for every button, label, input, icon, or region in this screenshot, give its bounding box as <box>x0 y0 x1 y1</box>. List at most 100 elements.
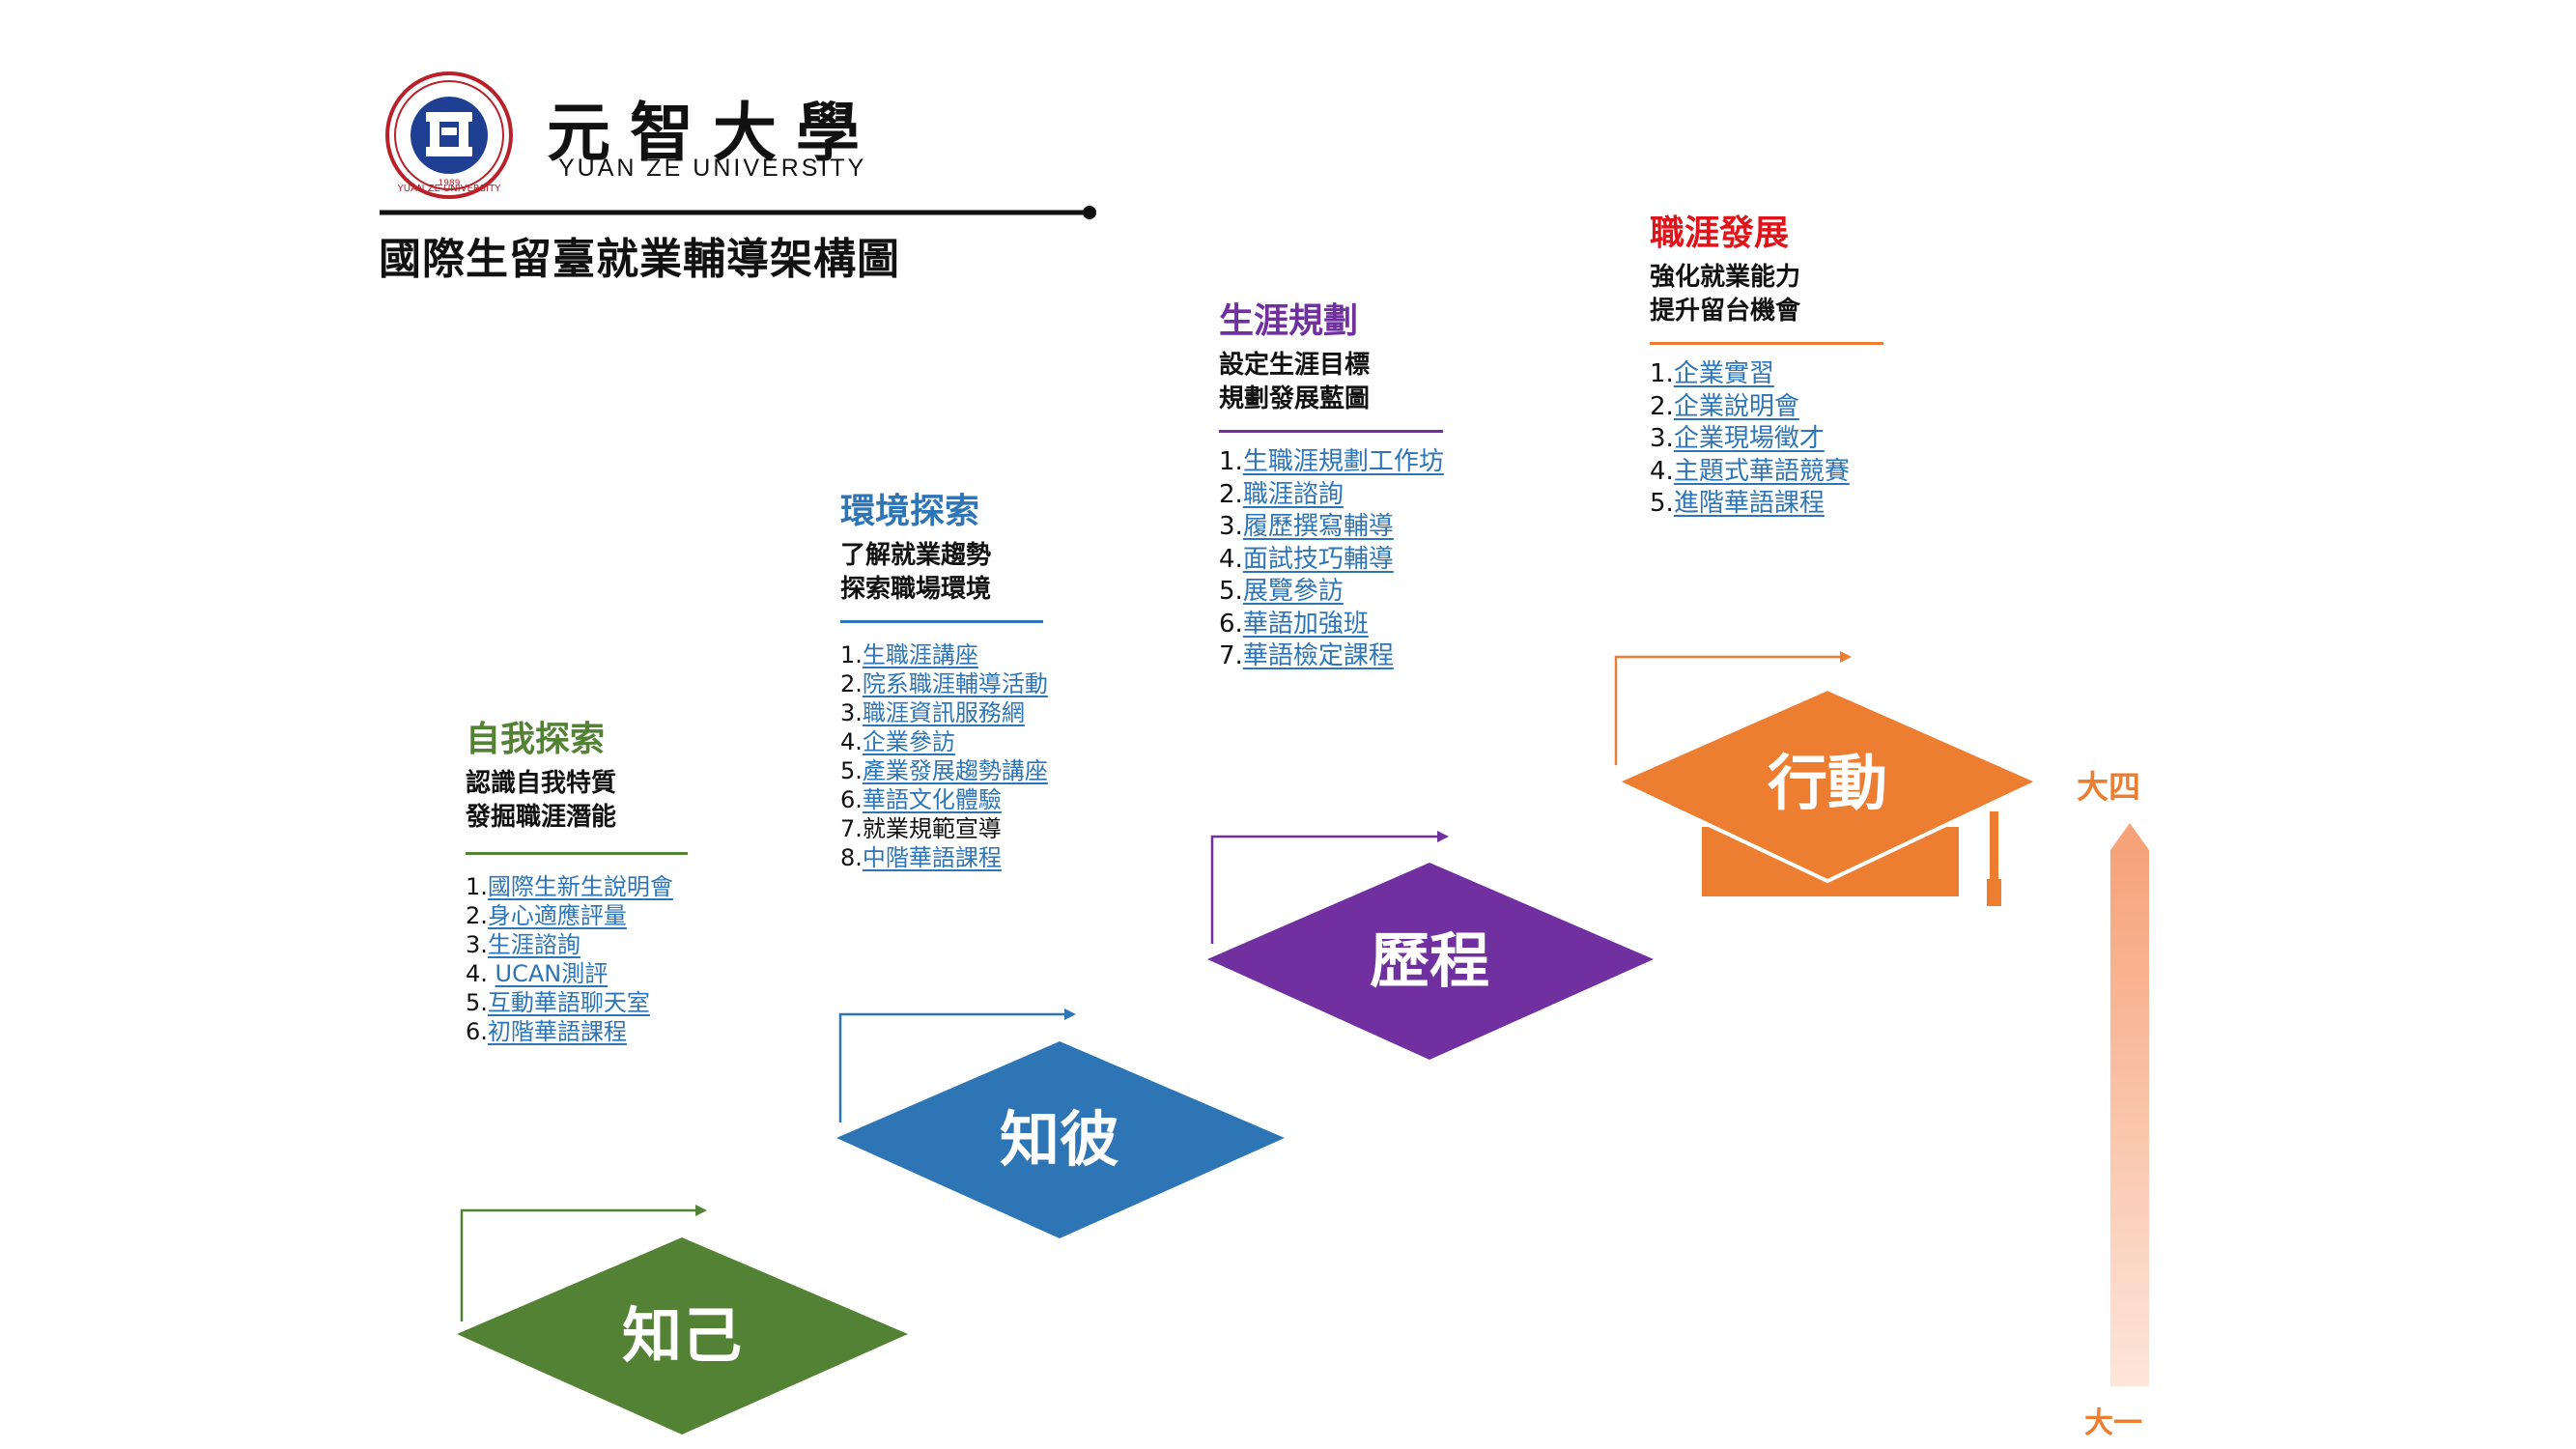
list-item-number: 2. <box>466 902 488 929</box>
list-item-link[interactable]: 華語加強班 <box>1242 609 1369 639</box>
stage-subtitle-zhibi: 了解就業趨勢 探索職場環境 <box>840 539 1048 607</box>
list-item-link[interactable]: 職涯資訊服務網 <box>862 699 1025 726</box>
step-arrows <box>460 651 1852 1321</box>
list-item: 1.國際生新生說明會 <box>466 872 688 901</box>
list-item: 3.企業現場徵才 <box>1650 423 1883 456</box>
subtitle-line: 提升留台機會 <box>1650 297 1801 326</box>
seal-text: YUAN ZE UNIVERSITY <box>397 184 502 194</box>
university-seal-icon: 1989 YUAN ZE UNIVERSITY <box>385 71 513 199</box>
list-item-link[interactable]: 履歷撰寫輔導 <box>1242 512 1394 541</box>
step-arrow-1 <box>460 1205 707 1321</box>
list-item-number: 6. <box>840 786 863 813</box>
list-item: 4.面試技巧輔導 <box>1219 544 1444 577</box>
list-item-link[interactable]: 企業現場徵才 <box>1673 424 1825 453</box>
list-item-link[interactable]: 互動華語聊天室 <box>487 989 650 1016</box>
stage-title-xingdong: 職涯發展 <box>1650 213 1790 253</box>
list-item-link[interactable]: 展覽參訪 <box>1242 577 1344 606</box>
list-item: 6.初階華語課程 <box>466 1017 688 1046</box>
diamond-label-zhibi: 知彼 <box>1000 1104 1119 1175</box>
seal-year: 1989 <box>439 179 461 188</box>
list-item-link[interactable]: 職涯諮詢 <box>1242 479 1344 509</box>
list-item-link[interactable]: 華語檢定課程 <box>1242 641 1394 670</box>
list-item-link[interactable]: 企業參訪 <box>862 728 955 755</box>
list-item-link[interactable]: 中階華語課程 <box>862 844 1002 871</box>
list-item-link[interactable]: 產業發展趨勢講座 <box>862 757 1048 784</box>
list-item-link[interactable]: 生職涯規劃工作坊 <box>1242 447 1444 476</box>
list-item-number: 4. <box>466 960 495 987</box>
stage-divider-licheng <box>1219 430 1443 433</box>
step-arrow-3 <box>1210 831 1449 944</box>
list-item: 6.華語文化體驗 <box>840 785 1048 814</box>
list-item: 5.產業發展趨勢講座 <box>840 756 1048 785</box>
subtitle-line: 發掘職涯潛能 <box>466 803 617 832</box>
list-item-number: 7. <box>1219 641 1243 670</box>
list-item: 1.企業實習 <box>1650 358 1883 391</box>
subtitle-line: 了解就業趨勢 <box>840 541 992 570</box>
subtitle-line: 設定生涯目標 <box>1219 351 1371 380</box>
list-item-number: 4. <box>840 728 863 755</box>
list-item-link[interactable]: 身心適應評量 <box>487 902 627 929</box>
list-item: 1.生職涯規劃工作坊 <box>1219 446 1444 479</box>
list-item-number: 5. <box>1219 577 1243 606</box>
list-item-number: 6. <box>466 1018 488 1045</box>
university-logo-name-en: YUAN ZE UNIVERSITY <box>558 155 867 182</box>
list-item-number: 3. <box>1219 512 1243 541</box>
stage-subtitle-xingdong: 強化就業能力 提升留台機會 <box>1650 261 1883 328</box>
list-item-number: 5. <box>1650 489 1674 518</box>
axis-top-label: 大四 <box>2077 768 2140 806</box>
list-item: 2.院系職涯輔導活動 <box>840 669 1048 698</box>
list-item-number: 8. <box>840 844 863 871</box>
list-item-link[interactable]: 面試技巧輔導 <box>1242 544 1394 574</box>
list-item-link[interactable]: 國際生新生說明會 <box>487 873 673 900</box>
list-item: 4. UCAN測評 <box>466 959 688 988</box>
list-item-link[interactable]: 生職涯講座 <box>862 641 978 668</box>
list-item-link[interactable]: 企業實習 <box>1673 359 1774 388</box>
diamond-zhibi: 知彼 <box>836 1041 1285 1238</box>
list-item: 3.生涯諮詢 <box>466 930 688 959</box>
list-item-link[interactable]: 進階華語課程 <box>1673 489 1825 518</box>
list-item-link[interactable]: 初階華語課程 <box>487 1018 627 1045</box>
subtitle-line: 認識自我特質 <box>466 769 617 798</box>
list-item-number: 5. <box>466 989 488 1016</box>
subtitle-line: 探索職場環境 <box>840 575 992 604</box>
list-item-link[interactable]: 企業說明會 <box>1673 391 1799 421</box>
list-item-link[interactable]: 生涯諮詢 <box>487 931 580 958</box>
list-item: 5.展覽參訪 <box>1219 576 1444 609</box>
list-item: 8.中階華語課程 <box>840 843 1048 872</box>
list-item-link[interactable]: 華語文化體驗 <box>862 786 1002 813</box>
page-title: 國際生留臺就業輔導架構圖 <box>379 235 900 284</box>
list-item: 3.職涯資訊服務網 <box>840 698 1048 727</box>
list-item-link[interactable]: 主題式華語競賽 <box>1673 456 1850 486</box>
list-item: 2.企業說明會 <box>1650 391 1883 424</box>
stage-divider-zhibi <box>840 620 1043 623</box>
university-logo-name-cn: 元智大學 <box>547 95 879 170</box>
list-item: 4.主題式華語競賽 <box>1650 456 1883 489</box>
stage-divider-xingdong <box>1650 342 1883 345</box>
list-item-number: 2. <box>1650 391 1674 421</box>
list-item: 7.就業規範宣導 <box>840 814 1048 843</box>
list-item: 5.進階華語課程 <box>1650 488 1883 521</box>
stage-subtitle-licheng: 設定生涯目標 規劃發展藍圖 <box>1219 349 1444 416</box>
list-item-number: 2. <box>1219 479 1243 509</box>
cap-label-xingdong: 行動 <box>1768 748 1887 818</box>
subtitle-line: 強化就業能力 <box>1650 263 1801 292</box>
list-item: 1.生職涯講座 <box>840 640 1048 669</box>
list-item-link[interactable]: 院系職涯輔導活動 <box>862 670 1048 697</box>
list-item: 7.華語檢定課程 <box>1219 640 1444 673</box>
list-item-link[interactable]: UCAN測評 <box>495 960 609 987</box>
list-item: 3.履歷撰寫輔導 <box>1219 511 1444 544</box>
list-item-number: 3. <box>1650 424 1674 453</box>
list-item-number: 3. <box>840 699 863 726</box>
step-arrow-4 <box>1614 651 1852 765</box>
list-item-number: 1. <box>840 641 863 668</box>
list-item-number: 1. <box>466 873 488 900</box>
list-item: 2.身心適應評量 <box>466 901 688 930</box>
list-item-number: 2. <box>840 670 863 697</box>
stage-subtitle-zhiji: 認識自我特質 發掘職涯潛能 <box>466 767 688 835</box>
list-item-number: 1. <box>1219 447 1243 476</box>
